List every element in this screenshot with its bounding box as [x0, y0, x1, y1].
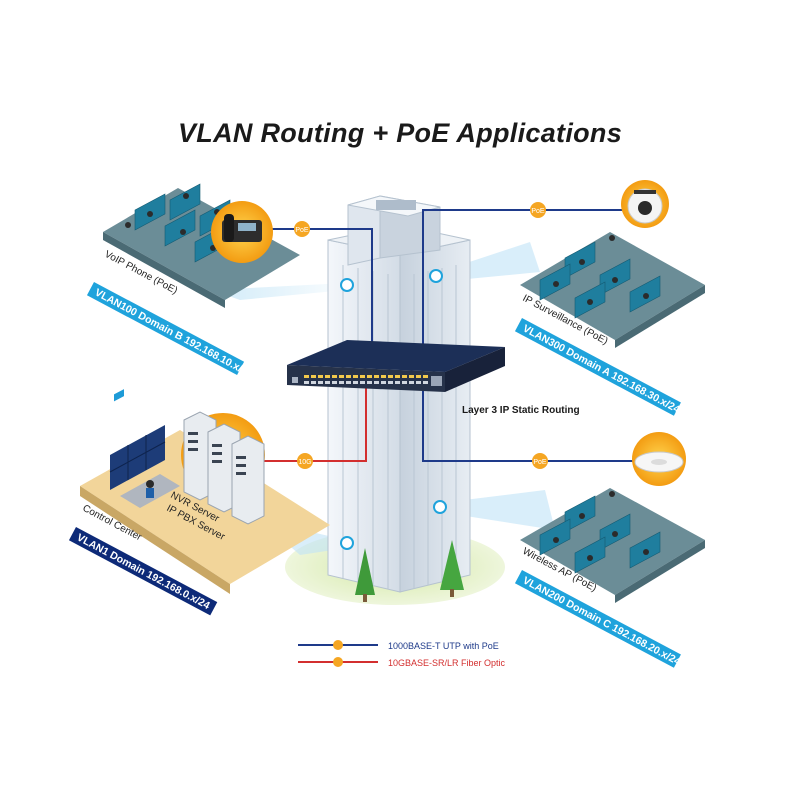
svg-text:PoE: PoE	[295, 227, 309, 234]
window-marker-control	[340, 536, 354, 550]
video-wall-icon	[109, 389, 166, 490]
diagram-title: VLAN Routing + PoE Applications	[177, 118, 623, 148]
link-wireless	[422, 380, 640, 462]
tag-ipcam-poe: PoE	[530, 202, 546, 218]
svg-text:PoE: PoE	[533, 459, 547, 466]
platform-front	[615, 285, 705, 348]
svg-text:VLAN100 Domain B 192.168.10.x/: VLAN100 Domain B 192.168.10.x/24	[93, 287, 255, 381]
core-switch-icon	[287, 340, 505, 392]
voip-banner: VLAN100 Domain B 192.168.10.x/24	[86, 282, 255, 381]
link-control	[255, 380, 367, 462]
window-marker-wireless	[433, 500, 447, 514]
platform-front	[80, 486, 230, 594]
platform-front	[103, 232, 225, 308]
link-ipcam	[422, 209, 642, 348]
people	[553, 491, 649, 561]
window-marker-voip	[340, 278, 354, 292]
core-label: Layer 3 IP Static Routing	[462, 405, 580, 416]
tree-left	[355, 548, 375, 602]
window-marker-ipcam	[429, 269, 443, 283]
voip-domain: VoIP Phone (PoE) VLAN100 Domain B 192.16…	[86, 183, 300, 381]
access-point-icon	[632, 432, 686, 486]
tree-right	[440, 540, 464, 597]
desk-phone-icon	[211, 201, 273, 263]
svg-text:10GBASE-SR/LR Fiber Optic: 10GBASE-SR/LR Fiber Optic	[388, 658, 506, 668]
legend: 1000BASE-T UTP with PoE 10GBASE-SR/LR Fi…	[298, 640, 506, 668]
legend-item-utp: 1000BASE-T UTP with PoE	[298, 640, 499, 651]
tag-wireless-poe: PoE	[532, 453, 548, 469]
tag-control-10g: 10G	[297, 453, 313, 469]
people	[553, 235, 649, 305]
tag-voip-poe: PoE	[294, 221, 310, 237]
svg-text:1000BASE-T UTP with PoE: 1000BASE-T UTP with PoE	[388, 641, 499, 651]
operator-desk-icon	[120, 474, 180, 508]
svg-text:VLAN200 Domain C 192.168.20.x/: VLAN200 Domain C 192.168.20.x/24	[521, 575, 683, 669]
dome-camera-icon	[621, 180, 669, 228]
beam-voip	[212, 283, 346, 300]
platform-front	[615, 540, 705, 603]
legend-item-fiber: 10GBASE-SR/LR Fiber Optic	[298, 657, 506, 668]
svg-text:10G: 10G	[298, 459, 311, 466]
svg-text:PoE: PoE	[531, 208, 545, 215]
server-rack-icon	[181, 411, 265, 525]
people	[125, 193, 220, 251]
link-voip	[252, 228, 373, 348]
control-domain: NVR Server IP PBX Server Control Center …	[68, 389, 330, 616]
office-tower	[327, 195, 471, 593]
